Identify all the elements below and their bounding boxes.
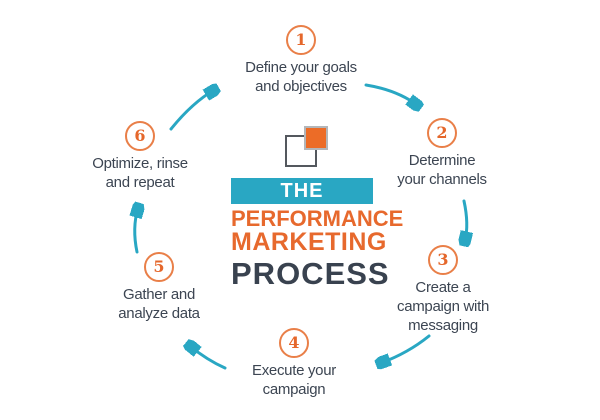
step-2: 2 Determine your channels — [367, 118, 517, 189]
step-5-label-line-1: Gather and — [122, 286, 196, 303]
step-5-label-line-2: analyze data — [118, 305, 200, 322]
step-4-label-line-2: campaign — [262, 381, 326, 398]
step-1-label-line-2: and objectives — [255, 78, 347, 95]
title-performance: PERFORMANCE — [231, 206, 404, 231]
step-4-label: Execute your campaign — [219, 361, 369, 399]
step-3-number-badge: 3 — [428, 245, 458, 275]
logo-orange-square-icon — [304, 126, 328, 150]
step-3-label-line-1: Create a — [415, 279, 471, 296]
step-1-number-badge: 1 — [286, 25, 316, 55]
step-2-label-line-2: your channels — [397, 171, 487, 188]
logo-outline-square-icon — [285, 135, 317, 167]
step-6-label-line-1: Optimize, rinse — [92, 155, 188, 172]
arrow-5-to-6-icon — [135, 208, 138, 254]
step-5-label: Gather and analyze data — [84, 285, 234, 323]
step-3-label-line-3: messaging — [408, 317, 478, 334]
step-3-label: Create a campaign with messaging — [368, 278, 518, 335]
arrow-3-to-4-icon — [381, 334, 431, 363]
step-3-number: 3 — [437, 250, 449, 269]
step-4-number: 4 — [288, 333, 300, 352]
title-marketing: MARKETING — [231, 228, 387, 256]
title-process: PROCESS — [231, 256, 390, 291]
step-2-number-badge: 2 — [427, 118, 457, 148]
step-1: 1 Define your goals and objectives — [226, 25, 376, 96]
title-band: THE — [231, 178, 373, 204]
step-6: 6 Optimize, rinse and repeat — [65, 121, 215, 192]
step-5-number: 5 — [153, 257, 165, 276]
step-6-number-badge: 6 — [125, 121, 155, 151]
step-4: 4 Execute your campaign — [219, 328, 369, 399]
step-3: 3 Create a campaign with messaging — [368, 245, 518, 335]
step-3-label-line-2: campaign with — [397, 298, 489, 315]
step-6-label: Optimize, rinse and repeat — [65, 154, 215, 192]
center-lockup: THE PERFORMANCE MARKETING PROCESS — [231, 126, 404, 291]
step-6-number: 6 — [134, 126, 146, 145]
step-6-label-line-2: and repeat — [105, 174, 175, 191]
step-2-number: 2 — [436, 123, 448, 142]
step-5-number-badge: 5 — [144, 252, 174, 282]
step-1-label-line-1: Define your goals — [245, 59, 357, 76]
step-5: 5 Gather and analyze data — [84, 252, 234, 323]
step-2-label-line-1: Determine — [408, 152, 476, 169]
step-1-number: 1 — [295, 30, 307, 49]
step-4-label-line-1: Execute your — [252, 362, 336, 379]
title-the: THE — [280, 180, 324, 202]
step-4-number-badge: 4 — [279, 328, 309, 358]
step-2-label: Determine your channels — [367, 151, 517, 189]
arrow-2-to-3-icon — [464, 199, 467, 241]
step-1-label: Define your goals and objectives — [226, 58, 376, 96]
